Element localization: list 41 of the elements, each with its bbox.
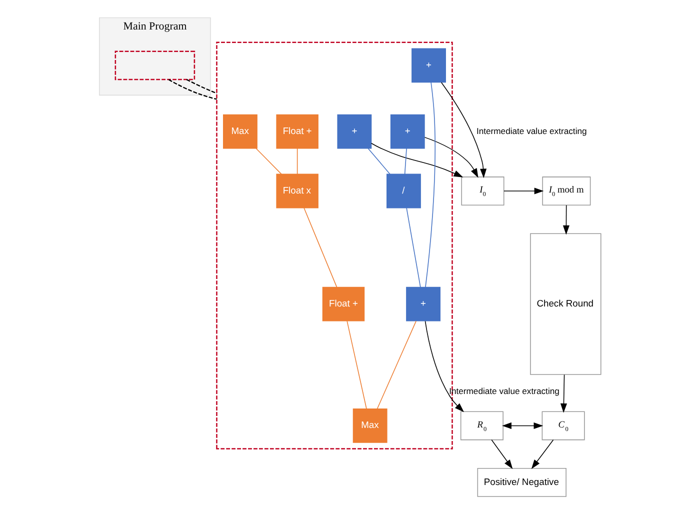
arrow [560,374,568,413]
connector [168,79,217,100]
connector [404,148,407,175]
node-box: R$_{0}$ [460,411,504,440]
node-box: Check Round [530,233,602,375]
node-box: Float + [322,286,365,322]
node-box: Float + [276,114,318,149]
connector [256,148,282,175]
node-box: I$_{0}$ [461,176,504,206]
node-box: / [386,174,421,208]
connector [296,148,298,175]
node-box [114,50,196,80]
arrow [502,422,544,430]
node-box: + [412,48,446,83]
arrow [491,439,513,469]
node-box: + [337,114,372,149]
connector [368,148,390,175]
arrow [441,82,487,178]
connector [376,320,416,409]
connector [406,208,421,288]
cluster: Main Program [99,17,211,96]
node-box: Float x [276,174,318,208]
arrow [504,188,544,194]
arrow [370,142,464,178]
connector [186,79,217,94]
node-box: I$_{0}$ mod m [542,176,591,206]
edge-label: Intermediate value extracting [449,386,560,396]
edge-label: Intermediate value extracting [476,126,587,136]
node-box: Positive/ Negative [477,468,566,497]
node-box: C$_{0}$ [542,411,585,440]
node-box: Max [223,114,258,149]
arrow [424,320,464,412]
connector [346,320,367,409]
node-box: Max [352,408,388,443]
arrow [531,439,554,469]
arrow [562,204,570,235]
connector [304,208,338,288]
connector [425,82,436,288]
node-box: + [406,286,440,322]
arrow [424,136,478,178]
node-box: + [390,114,425,149]
